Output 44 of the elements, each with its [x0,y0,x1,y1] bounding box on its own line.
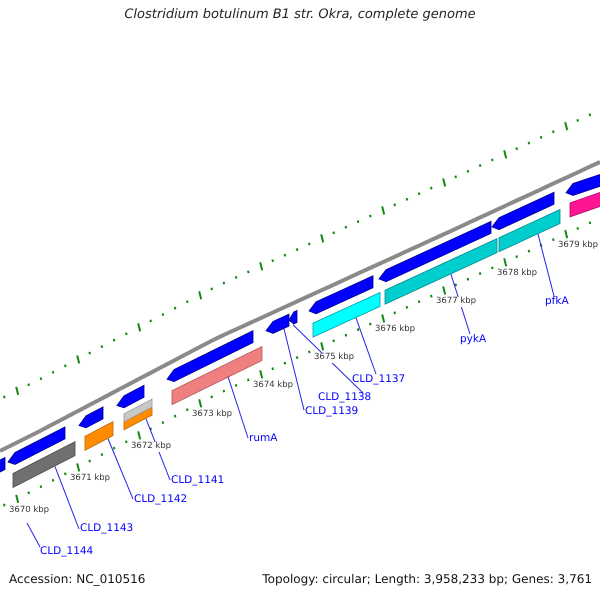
leader-line [284,328,304,410]
leader-line [538,234,554,296]
scale-label: 3679 kbp [558,240,598,250]
gene-label: pykA [460,333,486,346]
gene-label: CLD_1144 [40,545,94,558]
scale-label: 3673 kbp [192,410,232,420]
leader-line [292,324,364,394]
title: Clostridium botulinum B1 str. Okra, complete genome [123,8,477,23]
gene-feature [116,384,144,408]
scale-label: 3674 kbp [253,380,294,391]
gene-label: rumA [249,432,278,444]
scale-label: 3675 kbp [314,353,354,363]
gene-label: pfkA [545,295,569,308]
gene-label: CLD_1138 [318,391,372,404]
gene-label: CLD_1137 [352,373,406,386]
gene-feature [288,310,298,324]
scale-label: 3672 kbp [131,442,172,452]
gene-label: CLD_1142 [134,493,188,506]
gene-feature [7,426,66,465]
scale-label: 3676 kbp [375,325,416,335]
gene-feature [491,192,554,230]
gene-label: CLD_1143 [80,522,134,534]
gene-feature [0,456,6,474]
scale-label: 3677 kbp [436,297,476,307]
gene-feature [124,406,152,430]
footer-text: Accession: NC_010516 [9,573,146,587]
leader-line [54,466,80,530]
gene-feature [78,406,104,428]
leader-line [26,522,40,548]
scale-label: 3678 kbp [497,268,538,279]
footer-text: Topology: circular; Length: 3,958,233 bp; Genes: 3,761 [262,573,592,587]
gene-feature [84,420,114,451]
gene-feature [378,220,492,282]
gene-label: CLD_1139 [305,405,358,418]
leader-line [228,376,248,438]
gene-feature [384,238,498,305]
gene-feature [308,275,374,314]
gene-feature [166,330,254,382]
leader-line [108,438,134,500]
gene-label: CLD_1141 [171,474,224,486]
gene-feature [124,398,152,422]
scale-label: 3670 kbp [9,506,50,516]
scale-label: 3671 kbp [70,474,110,484]
gene-feature [498,208,560,252]
